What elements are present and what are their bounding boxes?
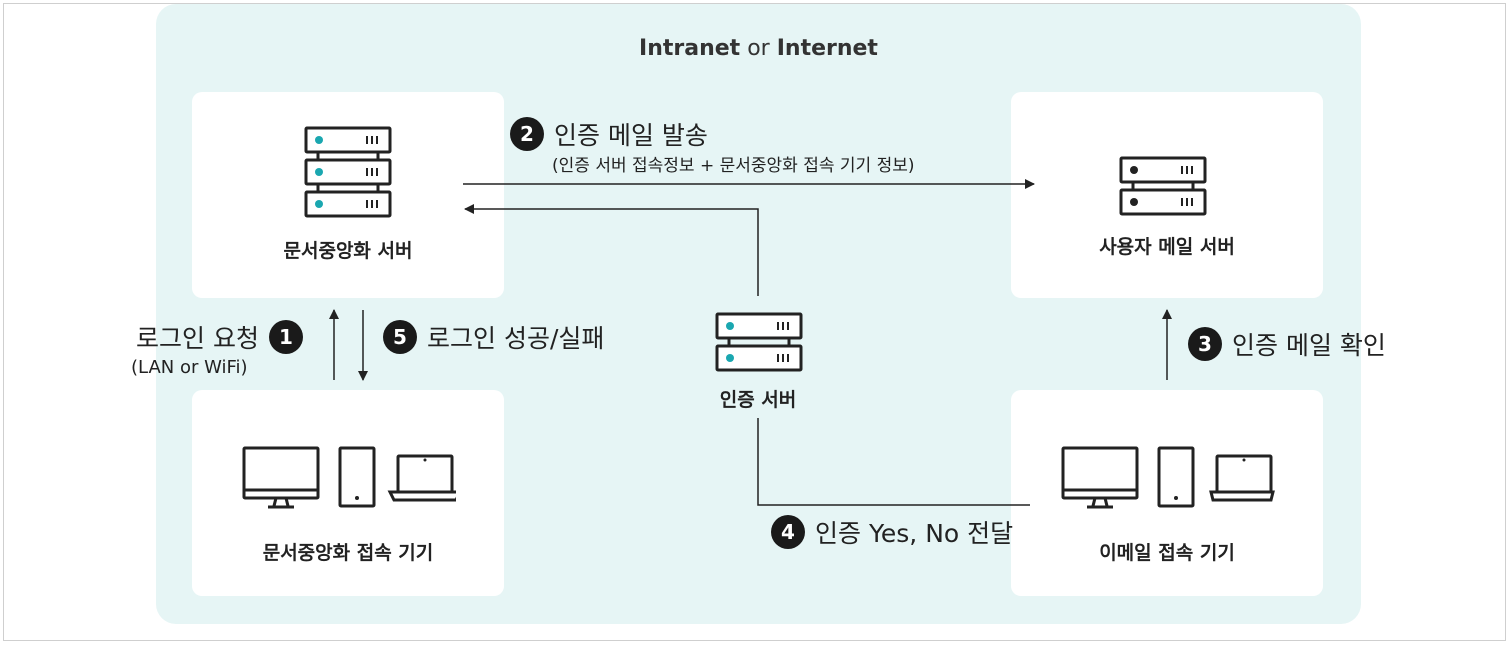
step-5: 5 로그인 성공/실패: [383, 319, 604, 355]
region-title-internet: Internet: [776, 36, 878, 61]
region-title-intranet: Intranet: [639, 36, 741, 61]
auth-server-label: 인증 서버: [719, 389, 797, 411]
step-2-sub: (인증 서버 접속정보 + 문서중앙화 접속 기기 정보): [552, 156, 915, 176]
mail-server-label: 사용자 메일 서버: [1099, 236, 1235, 258]
devices-icon: [242, 446, 456, 509]
doc-server-label: 문서중앙화 서버: [283, 240, 413, 262]
step-4-text: 인증 Yes, No 전달: [815, 519, 1014, 548]
server-rack-icon: [304, 126, 392, 218]
step-3-badge: 3: [1188, 327, 1222, 361]
step-1: 로그인 요청 1: [136, 319, 303, 355]
mail-server-icon: [1119, 156, 1207, 216]
doc-server-card: 문서중앙화 서버: [192, 92, 504, 298]
step-3-text: 인증 메일 확인: [1232, 331, 1386, 360]
region-title: Intranet or Internet: [156, 36, 1361, 61]
diagram-frame: [3, 3, 1506, 641]
step-5-badge: 5: [383, 320, 417, 354]
step-1-badge: 1: [268, 320, 303, 354]
step-2-badge: 2: [510, 117, 544, 151]
doc-clients-label: 문서중앙화 접속 기기: [262, 542, 434, 564]
line-step4: [757, 418, 1030, 506]
region-title-or: or: [747, 36, 770, 61]
doc-clients-card: 문서중앙화 접속 기기: [192, 390, 504, 596]
step-5-text: 로그인 성공/실패: [427, 324, 605, 353]
mail-clients-card: 이메일 접속 기기: [1011, 390, 1323, 596]
step-2: 2 인증 메일 발송: [510, 116, 708, 152]
step-1-sub: (LAN or WiFi): [131, 357, 248, 378]
arrow-auth-to-doc-server: [464, 204, 759, 296]
mail-server-card: 사용자 메일 서버: [1011, 92, 1323, 298]
step-4: 4 인증 Yes, No 전달: [771, 514, 1013, 550]
mail-clients-label: 이메일 접속 기기: [1099, 542, 1235, 564]
step-3: 3 인증 메일 확인: [1188, 326, 1386, 362]
step-2-text: 인증 메일 발송: [554, 121, 708, 150]
devices-icon: [1061, 446, 1275, 509]
step-4-badge: 4: [771, 515, 805, 549]
step-1-text: 로그인 요청: [136, 324, 259, 353]
auth-server-icon: [715, 312, 803, 372]
